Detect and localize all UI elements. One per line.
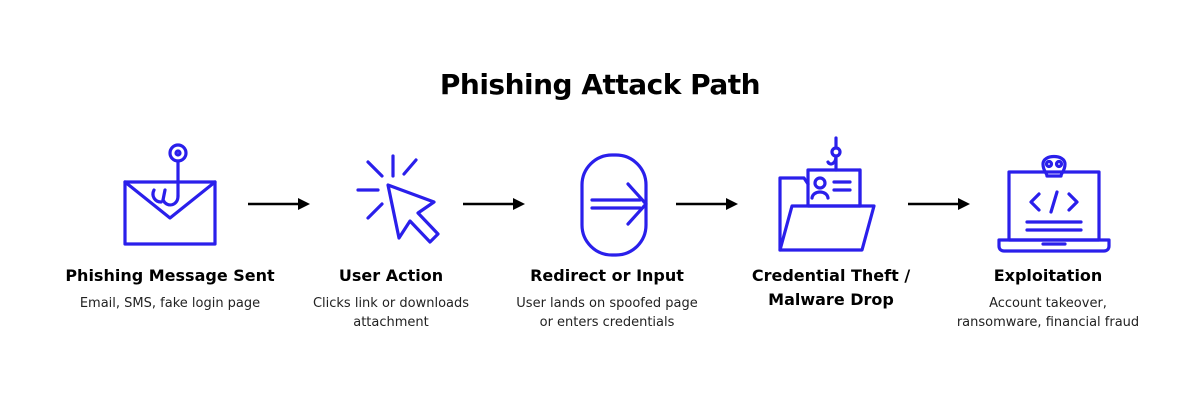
stage-description-line: or enters credentials (539, 315, 675, 330)
stage-credential-theft-malware-drop: Credential Theft / Malware Drop (721, 130, 941, 318)
stage-redirect-or-input: Redirect or Input User lands on spoofed … (497, 130, 717, 332)
stage-description-line: Clicks link or downloads (312, 296, 470, 311)
stage-description-line: Account takeover, (989, 296, 1107, 311)
flow-arrow (463, 197, 525, 211)
stage-label: User Action (281, 264, 501, 288)
redirect-arrow-icon (542, 130, 672, 260)
stage-phishing-message-sent: Phishing Message Sent Email, SMS, fake l… (60, 130, 280, 313)
folder-id-hook-icon (766, 130, 896, 260)
flow-arrow (248, 197, 310, 211)
stage-label: Phishing Message Sent (60, 264, 280, 288)
flow-arrow (676, 197, 738, 211)
stage-description: User lands on spoofed page or enters cre… (497, 294, 717, 332)
stage-description-line: attachment (353, 315, 429, 330)
stage-label-line: Exploitation (993, 266, 1103, 285)
stage-user-action: User Action Clicks link or downloads att… (281, 130, 501, 332)
stage-description: Account takeover, ransomware, financial … (938, 294, 1158, 332)
stage-description: Email, SMS, fake login page (60, 294, 280, 313)
envelope-hook-icon (105, 130, 235, 260)
stage-label-line: Credential Theft / (751, 266, 911, 285)
laptop-skull-code-icon (983, 130, 1113, 260)
stage-label: Credential Theft / Malware Drop (721, 264, 941, 312)
stage-label-line: User Action (338, 266, 444, 285)
stage-label-line: Malware Drop (768, 290, 894, 309)
stage-description-line: ransomware, financial fraud (956, 315, 1140, 330)
flow-arrow (908, 197, 970, 211)
stage-label-line: Phishing Message Sent (65, 266, 275, 285)
stage-description: Clicks link or downloads attachment (281, 294, 501, 332)
stage-label: Redirect or Input (497, 264, 717, 288)
cursor-click-icon (326, 130, 456, 260)
diagram-title: Phishing Attack Path (439, 68, 761, 101)
stage-description-line: Email, SMS, fake login page (79, 296, 261, 311)
stage-label: Exploitation (938, 264, 1158, 288)
stage-label-line: Redirect or Input (530, 266, 684, 285)
stage-exploitation: Exploitation Account takeover, ransomwar… (938, 130, 1158, 332)
stage-description-line: User lands on spoofed page (516, 296, 698, 311)
